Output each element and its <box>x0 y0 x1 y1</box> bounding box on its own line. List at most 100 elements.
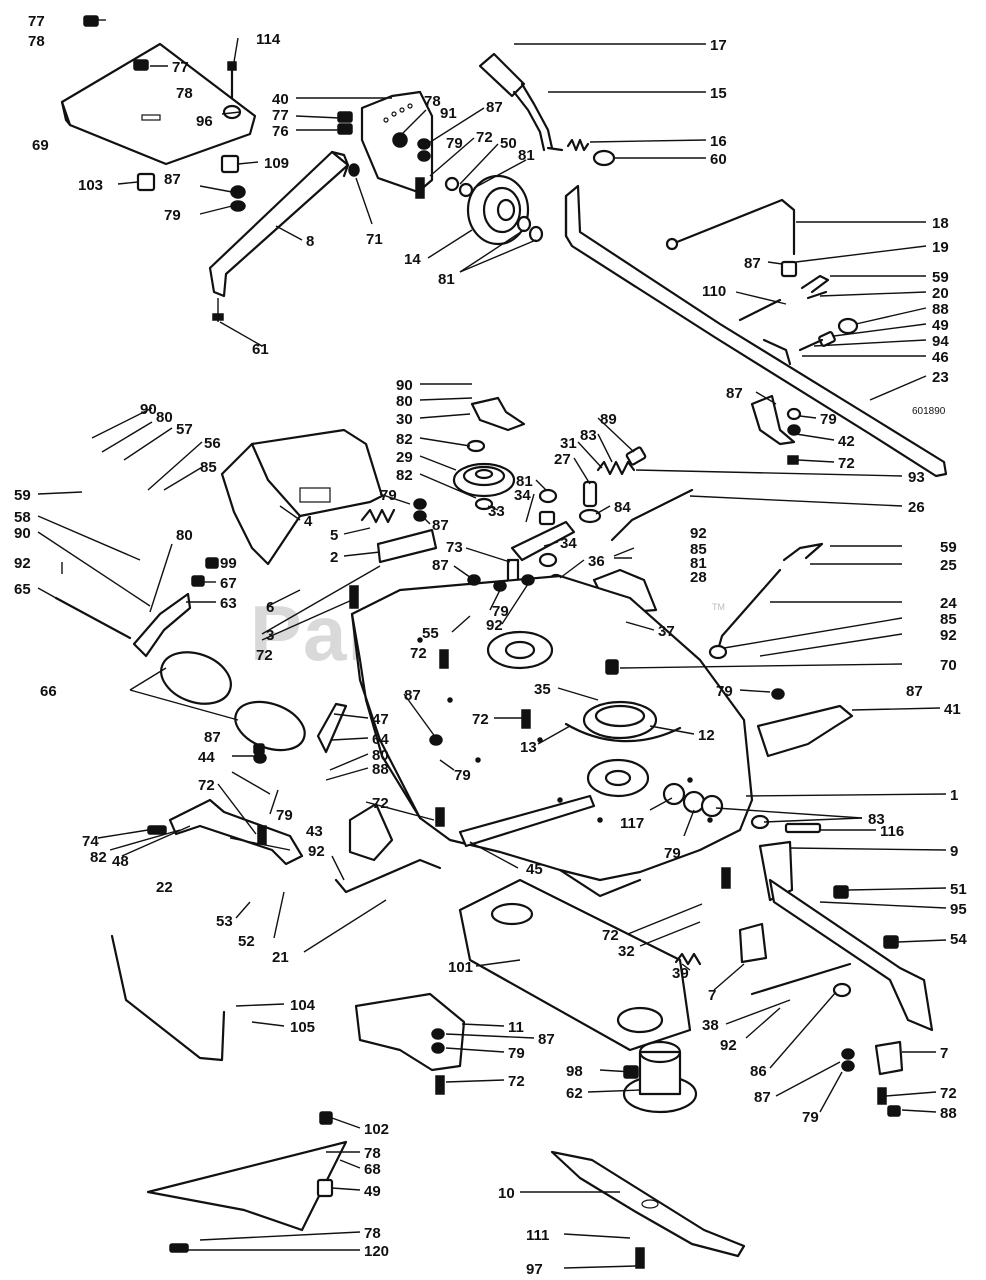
callout-72: 72 <box>508 1073 525 1090</box>
idler-arm-34 <box>510 520 576 562</box>
callout-87: 87 <box>432 557 449 574</box>
callout-78: 78 <box>364 1225 381 1242</box>
callout-92: 92 <box>940 627 957 644</box>
callout-15: 15 <box>710 85 727 102</box>
rod-104 <box>110 934 226 1062</box>
callout-44: 44 <box>198 749 215 766</box>
lift-link-8 <box>208 150 350 298</box>
top-plate-69 <box>60 42 257 166</box>
spacer-103 <box>136 172 156 192</box>
callout-32: 32 <box>618 943 635 960</box>
washer-60 <box>592 149 616 167</box>
callout-80: 80 <box>372 747 389 764</box>
bracket-2 <box>376 528 438 564</box>
callout-30: 30 <box>396 411 413 428</box>
callout-39: 39 <box>672 965 689 982</box>
callout-9: 9 <box>950 843 958 860</box>
belt-guard-4 <box>220 428 384 566</box>
callout-92: 92 <box>690 525 707 542</box>
callout-90: 90 <box>396 377 413 394</box>
spindle-opening-bottom <box>586 758 650 798</box>
callout-67: 67 <box>220 575 237 592</box>
callout-87: 87 <box>164 171 181 188</box>
callout-110: 110 <box>702 283 726 300</box>
callout-38: 38 <box>702 1017 719 1034</box>
callout-78: 78 <box>364 1145 381 1162</box>
callout-97: 97 <box>526 1261 543 1278</box>
callout-90: 90 <box>140 401 157 418</box>
callout-85: 85 <box>200 459 217 476</box>
callout-49: 49 <box>932 317 949 334</box>
callout-92: 92 <box>486 617 503 634</box>
callout-53: 53 <box>216 913 233 930</box>
callout-45: 45 <box>526 861 543 878</box>
callout-77: 77 <box>272 107 289 124</box>
callout-10: 10 <box>498 1185 515 1202</box>
callout-63: 63 <box>220 595 237 612</box>
callout-52: 52 <box>238 933 255 950</box>
callout-81: 81 <box>690 555 707 572</box>
bracket-47 <box>316 702 348 754</box>
nut-88a <box>837 317 859 335</box>
callout-51: 51 <box>950 881 967 898</box>
parts-drawing <box>54 15 948 1269</box>
callout-105: 105 <box>290 1019 315 1036</box>
callout-40: 40 <box>272 91 289 108</box>
callout-19: 19 <box>932 239 949 256</box>
callout-87: 87 <box>754 1089 771 1106</box>
callout-61: 61 <box>252 341 269 358</box>
callout-87: 87 <box>432 517 449 534</box>
callout-77: 77 <box>28 13 45 30</box>
callout-82: 82 <box>90 849 107 866</box>
callout-12: 12 <box>698 727 715 744</box>
callout-85: 85 <box>940 611 957 628</box>
callout-24: 24 <box>940 595 957 612</box>
callout-43: 43 <box>306 823 323 840</box>
callout-80: 80 <box>176 527 193 544</box>
callout-62: 62 <box>566 1085 583 1102</box>
rail-45 <box>458 794 596 848</box>
lift-arm-22 <box>168 798 304 866</box>
callout-83: 83 <box>868 811 885 828</box>
callout-29: 29 <box>396 449 413 466</box>
callout-79: 79 <box>664 845 681 862</box>
callout-87: 87 <box>204 729 221 746</box>
callout-82: 82 <box>396 467 413 484</box>
callout-72: 72 <box>372 795 389 812</box>
drawing-number: 601890 <box>912 406 946 417</box>
bar-95 <box>768 878 934 1032</box>
callout-87: 87 <box>744 255 761 272</box>
callout-54: 54 <box>950 931 967 948</box>
callout-86: 86 <box>750 1063 767 1080</box>
callout-72: 72 <box>198 777 215 794</box>
rod-65 <box>54 596 132 640</box>
callout-93: 93 <box>908 469 925 486</box>
bracket-9 <box>758 840 794 902</box>
callout-87: 87 <box>906 683 923 700</box>
callout-47: 47 <box>372 711 389 728</box>
callout-13: 13 <box>520 739 537 756</box>
callout-21: 21 <box>272 949 289 966</box>
callout-90: 90 <box>14 525 31 542</box>
lift-handle-15 <box>520 82 564 152</box>
trademark-mark: TM <box>712 602 725 612</box>
bolt-116 <box>784 822 822 834</box>
spring-5 <box>360 508 396 524</box>
callout-74: 74 <box>82 833 99 850</box>
handle-grip-17 <box>478 52 526 98</box>
lift-shaft-23 <box>564 184 948 478</box>
callout-22: 22 <box>156 879 173 896</box>
callout-103: 103 <box>78 177 103 194</box>
callout-78: 78 <box>176 85 193 102</box>
callout-99: 99 <box>220 555 237 572</box>
callout-2: 2 <box>330 549 338 566</box>
callout-91: 91 <box>440 105 457 122</box>
callout-79: 79 <box>508 1045 525 1062</box>
callout-60: 60 <box>710 151 727 168</box>
callout-69: 69 <box>32 137 49 154</box>
callout-23: 23 <box>932 369 949 386</box>
callout-88: 88 <box>940 1105 957 1122</box>
washer-84 <box>578 508 602 524</box>
callout-71: 71 <box>366 231 383 248</box>
